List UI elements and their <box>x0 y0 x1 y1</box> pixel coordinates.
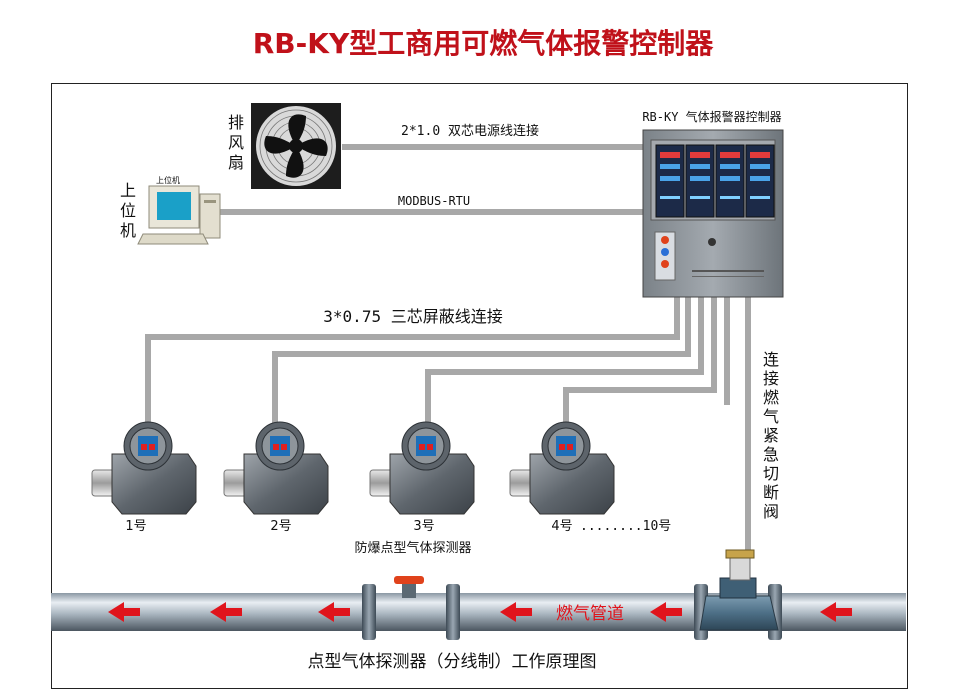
valve-label-char: 接 <box>763 369 779 388</box>
diagram-frame <box>51 83 908 689</box>
flow-arrow-4 <box>500 602 532 622</box>
page-title: RB-KY型工商用可燃气体报警控制器 <box>252 27 714 60</box>
shield-cable-1 <box>145 296 680 425</box>
detector-3 <box>369 421 475 515</box>
valve-label-char: 燃 <box>763 388 779 407</box>
pipe-label: 燃气管道 <box>556 604 624 624</box>
pc-label-char-2: 位 <box>120 201 136 220</box>
detector-label-2: 2号 <box>270 519 291 534</box>
fan-label-char-2: 风 <box>228 133 244 152</box>
flow-arrow-3 <box>318 602 350 622</box>
flow-arrow-6 <box>820 602 852 622</box>
valve-label-char: 连 <box>763 350 779 369</box>
detector-label-4: 4号 <box>551 519 572 534</box>
detector-label-10: ........10号 <box>580 519 671 534</box>
pc-label-char-3: 机 <box>120 221 136 240</box>
controller-label: RB-KY 气体报警器控制器 <box>642 109 781 124</box>
detector-1 <box>91 421 197 515</box>
cables <box>145 144 751 555</box>
detector-2 <box>223 421 329 515</box>
valve-label-char: 切 <box>763 464 779 483</box>
host-computer <box>137 185 221 245</box>
pc-screen-label: 上位机 <box>156 175 180 185</box>
flow-arrow-5 <box>650 602 682 622</box>
flow-arrows <box>108 602 852 622</box>
fan-label-char-1: 排 <box>228 113 244 132</box>
alarm-controller <box>642 129 784 298</box>
detector-label-3: 3号 <box>413 519 434 534</box>
valve-label-char: 急 <box>763 445 779 464</box>
detector-caption: 防爆点型气体探测器 <box>354 540 471 556</box>
bottom-caption: 点型气体探测器（分线制）工作原理图 <box>308 652 597 672</box>
power-cable-label: 2*1.0 双芯电源线连接 <box>401 123 539 139</box>
modbus-cable-label: MODBUS-RTU <box>398 194 470 208</box>
manual-valve <box>394 576 424 598</box>
shield-cable-label: 3*0.75 三芯屏蔽线连接 <box>323 307 502 326</box>
pc-label-char-1: 上 <box>120 181 136 200</box>
detector-label-1: 1号 <box>125 519 146 534</box>
flow-arrow-1 <box>108 602 140 622</box>
valve-label-char: 阀 <box>763 502 779 521</box>
fan-label-char-3: 扇 <box>228 153 244 172</box>
valve-label-char: 气 <box>763 407 779 426</box>
valve-label-char: 紧 <box>763 426 779 445</box>
shield-cable-4 <box>563 296 717 425</box>
shield-cable-2 <box>272 296 691 425</box>
gas-pipe <box>51 549 906 640</box>
controller-displays <box>655 144 775 218</box>
shield-cable-3 <box>425 296 704 425</box>
flow-arrow-2 <box>210 602 242 622</box>
exhaust-fan <box>251 103 341 189</box>
detector-4 <box>509 421 615 515</box>
valve-label-char: 断 <box>763 483 779 502</box>
emergency-shutoff-valve <box>699 549 779 631</box>
